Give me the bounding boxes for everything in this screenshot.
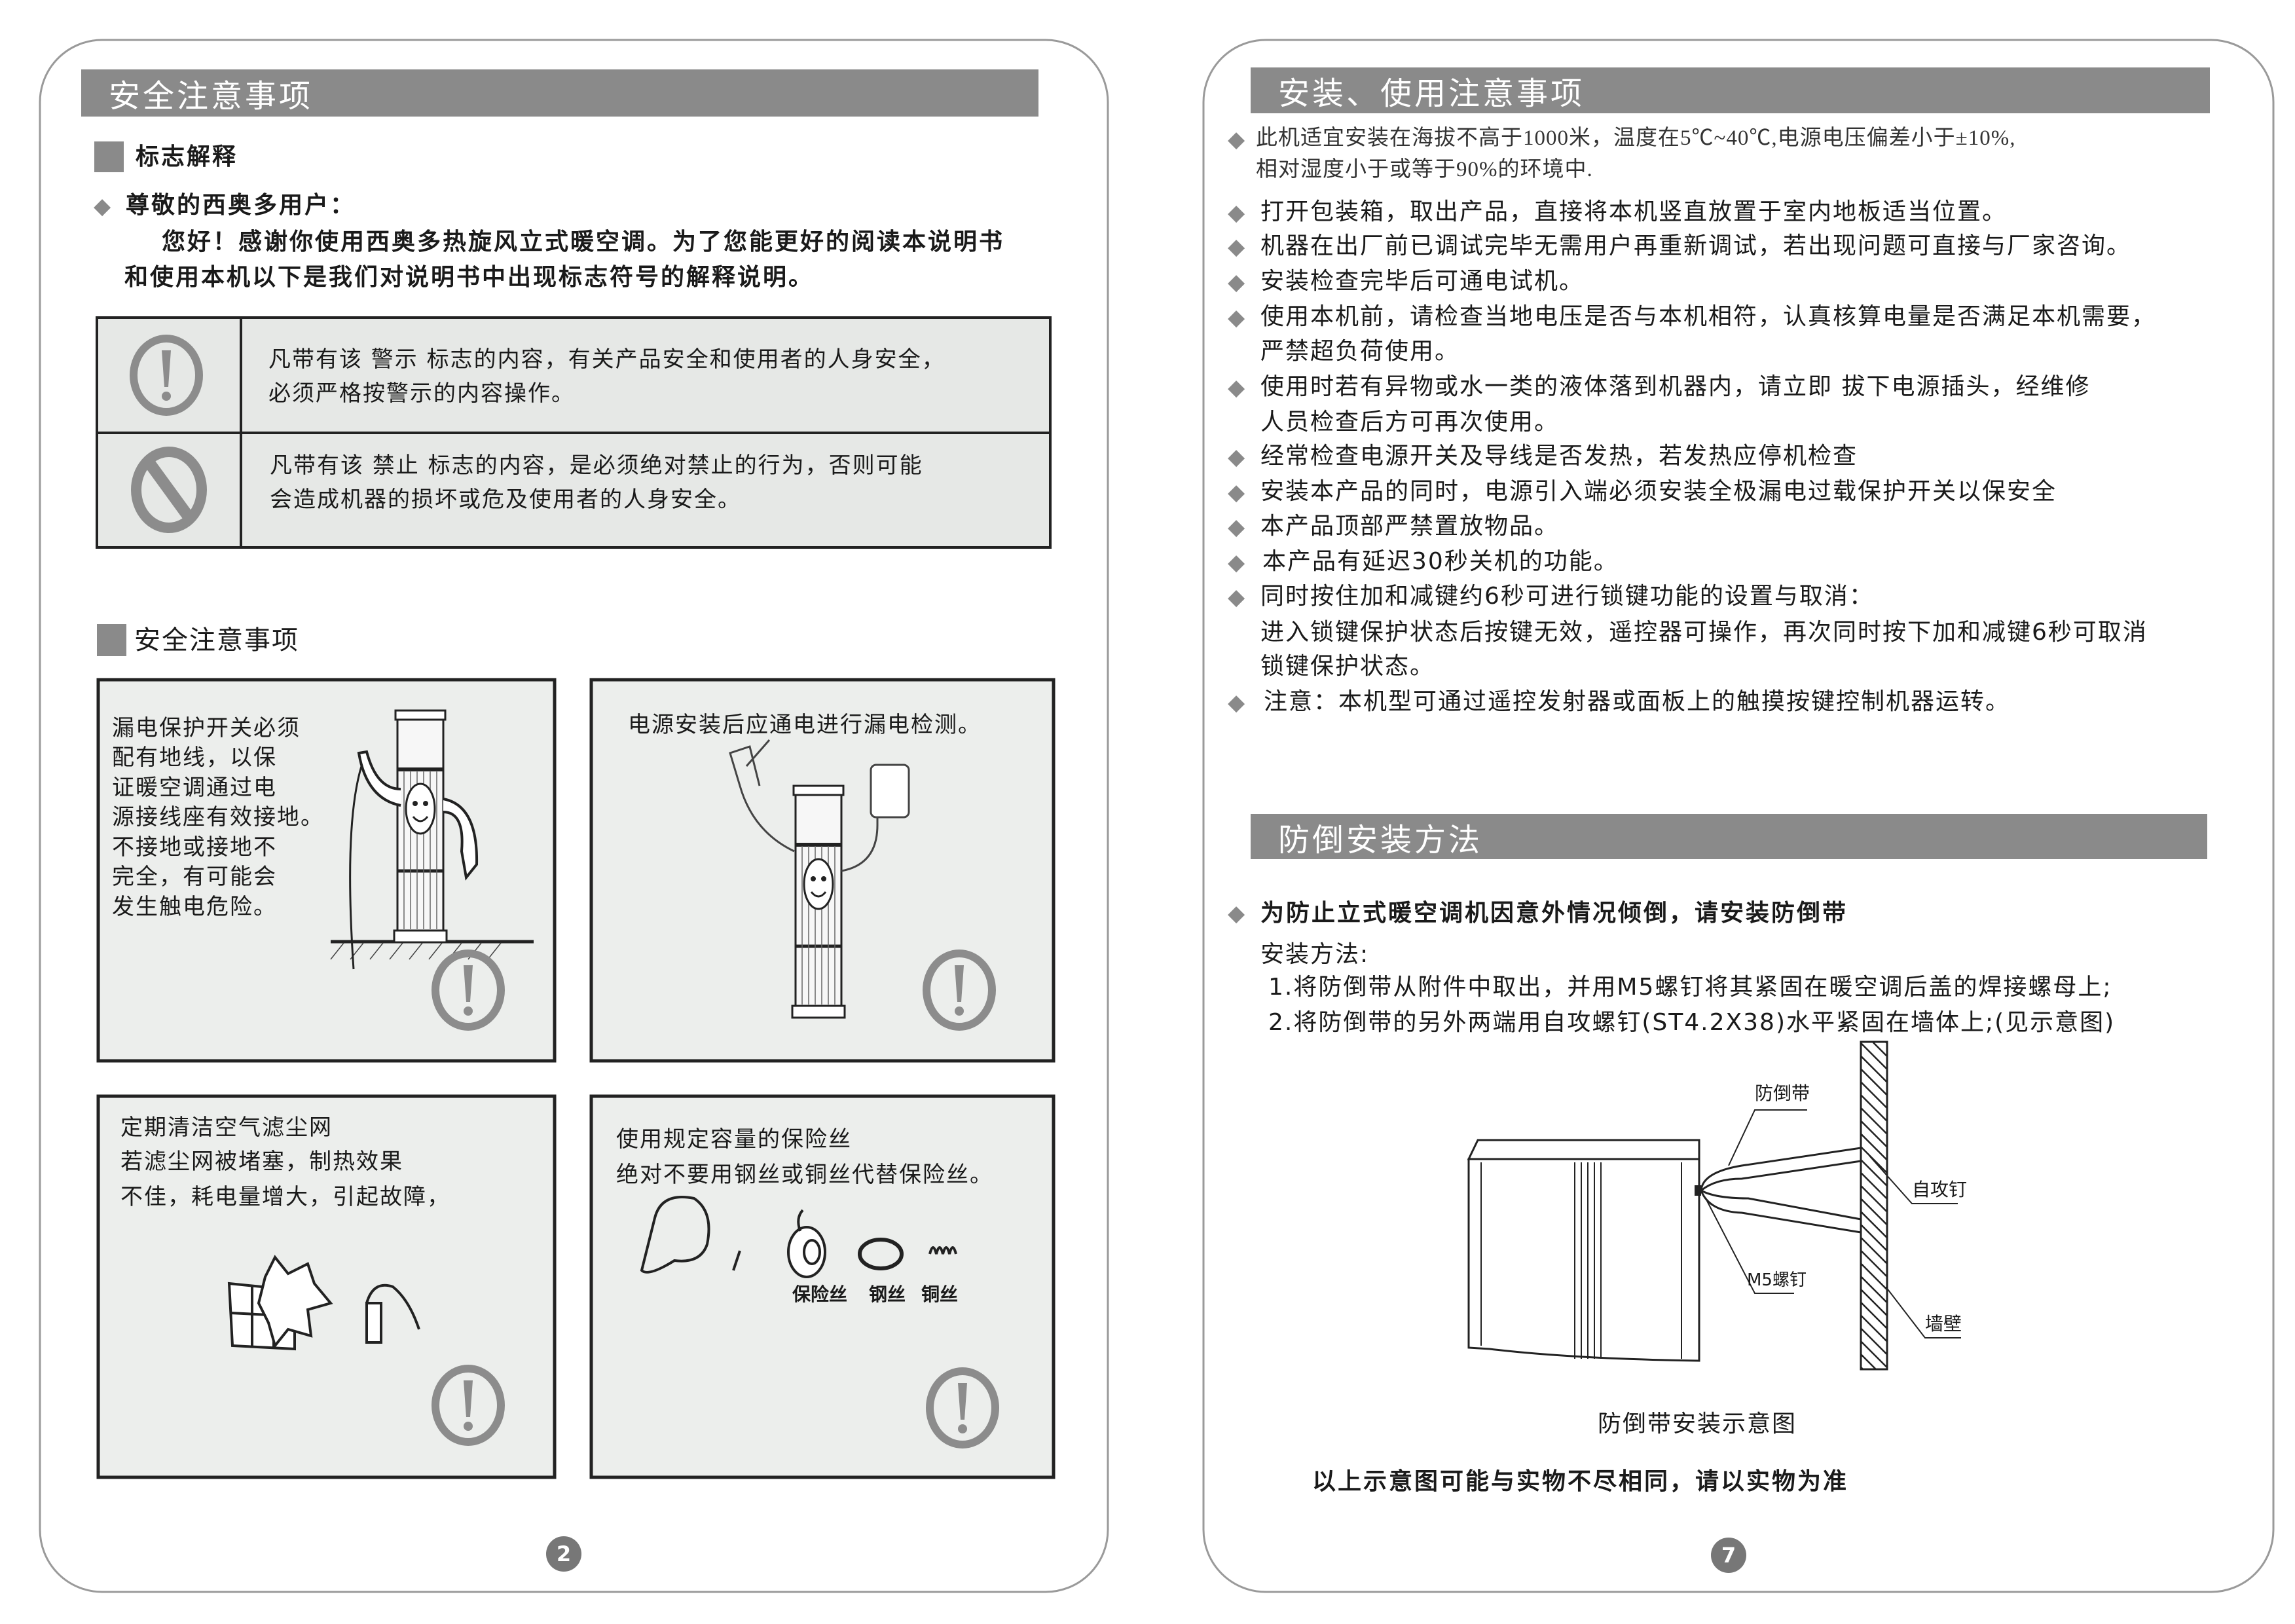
bullet-text: 使用时若有异物或水一类的液体落到机器内，请立即 拔下电源插头，经维修 xyxy=(1260,373,2091,400)
section-marker xyxy=(94,141,124,172)
panel-filter xyxy=(96,1094,557,1479)
diamond-bullet-icon: ◆ xyxy=(1228,444,1245,470)
panel-grounding xyxy=(96,678,557,1063)
panel-text: 使用规定容量的保险丝 xyxy=(616,1126,852,1153)
diamond-bullet-icon: ◆ xyxy=(1228,900,1245,927)
prohibited-description: 会造成机器的损坏或危及使用者的人身安全。 xyxy=(270,487,741,513)
bullet-text: 锁键保护状态。 xyxy=(1260,653,1435,680)
panel-text: 配有地线，以保 xyxy=(112,745,277,771)
m5-screw-label: M5螺钉 xyxy=(1747,1270,1807,1290)
bullet-text: 机器在出厂前已调试完毕无需用户再重新调试，若出现问题可直接与厂家咨询。 xyxy=(1260,232,2132,259)
greeting: 尊敬的西奥多用户： xyxy=(126,192,356,219)
fall-bullet: 为防止立式暖空调机因意外情况倾倒，请安装防倒带 xyxy=(1260,900,1848,927)
prohibited-description: 凡带有该 禁止 标志的内容，是必须绝对禁止的行为，否则可能 xyxy=(270,452,923,479)
intro-line: 您好！感谢你使用西奥多热旋风立式暖空调。为了您能更好的阅读本说明书 xyxy=(162,229,1005,255)
warning-description: 凡带有该 警示 标志的内容，有关产品安全和使用者的人身安全， xyxy=(268,346,946,373)
panel-text: 证暖空调通过电 xyxy=(112,775,277,801)
bullet-text: 人员检查后方可再次使用。 xyxy=(1260,409,1560,435)
diamond-bullet-icon: ◆ xyxy=(1228,690,1245,716)
panel-text: 不接地或接地不 xyxy=(112,834,277,860)
bullet-text: 此机适宜安装在海拔不高于1000米，温度在5℃~40℃,电源电压偏差小于±10%… xyxy=(1256,126,2016,150)
filter-cleaning-illustration xyxy=(227,1255,420,1351)
heater-unit xyxy=(1467,1158,1700,1362)
bullet-text: 进入锁键保护状态后按键无效，遥控器可操作，再次同时按下加和减键6秒可取消 xyxy=(1260,619,2148,646)
panel-text: 若滤尘网被堵塞，制热效果 xyxy=(120,1149,403,1175)
diagram-caption: 防倒带安装示意图 xyxy=(1598,1411,1797,1437)
bullet-text: 安装检查完毕后可通电试机。 xyxy=(1260,268,1585,295)
left-page-frame xyxy=(39,39,1109,1593)
diamond-bullet-icon: ◆ xyxy=(1228,234,1245,260)
diamond-bullet-icon: ◆ xyxy=(1228,479,1245,506)
prohibited-icon xyxy=(131,447,207,533)
panel-text: 不佳，耗电量增大，引起故障， xyxy=(120,1184,450,1210)
right-header-bar: 安装、使用注意事项 xyxy=(1251,67,2210,113)
diamond-bullet-icon: ◆ xyxy=(94,193,111,219)
section-marker xyxy=(97,624,126,656)
panel-text: 漏电保护开关必须 xyxy=(112,715,301,741)
wall xyxy=(1860,1041,1888,1371)
panel-fuse xyxy=(589,1094,1056,1479)
left-header-bar: 安全注意事项 xyxy=(81,69,1038,117)
right-header-title: 安装、使用注意事项 xyxy=(1278,75,1585,112)
section-title-safety: 安全注意事项 xyxy=(134,625,299,655)
install-step: 1.将防倒带从附件中取出，并用M5螺钉将其紧固在暖空调后盖的焊接螺母上; xyxy=(1268,974,2112,1001)
method-label: 安装方法: xyxy=(1260,941,1370,968)
copper-wire-label: 铜丝 xyxy=(921,1283,959,1305)
bullet-text: 本产品有延迟30秒关机的功能。 xyxy=(1262,548,1619,575)
bullet-text: 注意：本机型可通过遥控发射器或面板上的触摸按键控制机器运转。 xyxy=(1264,688,2011,715)
section-header-bar: 防倒安装方法 xyxy=(1251,814,2207,859)
diamond-bullet-icon: ◆ xyxy=(1228,269,1245,295)
fuse-wire-illustration xyxy=(640,1196,957,1278)
fuse-label: 保险丝 xyxy=(792,1283,848,1305)
panel-text: 完全，有可能会 xyxy=(112,864,277,890)
bullet-text: 严禁超负荷使用。 xyxy=(1260,338,1460,365)
install-step: 2.将防倒带的另外两端用自攻螺钉(ST4.2X38)水平紧固在墙体上;(见示意图… xyxy=(1268,1009,2116,1036)
bullet-text: 本产品顶部严禁置放物品。 xyxy=(1260,513,1560,540)
intro-line: 和使用本机以下是我们对说明书中出现标志符号的解释说明。 xyxy=(124,264,815,291)
left-header-title: 安全注意事项 xyxy=(109,78,314,115)
disclaimer-note: 以上示意图可能与实物不尽相同，请以实物为准 xyxy=(1312,1468,1849,1495)
warning-description: 必须严格按警示的内容操作。 xyxy=(268,380,575,407)
diamond-bullet-icon: ◆ xyxy=(1228,304,1245,331)
diamond-bullet-icon: ◆ xyxy=(1228,514,1245,540)
bullet-text: 经常检查电源开关及导线是否发热，若发热应停机检查 xyxy=(1260,443,1858,470)
bullet-text: 打开包装箱，取出产品，直接将本机竖直放置于室内地板适当位置。 xyxy=(1260,198,2008,225)
diamond-bullet-icon: ◆ xyxy=(1228,200,1245,226)
panel-text: 源接线座有效接地。 xyxy=(112,804,324,830)
page-number: 7 xyxy=(1711,1538,1746,1573)
steel-wire-label: 钢丝 xyxy=(869,1283,906,1305)
anti-tip-strap-diagram xyxy=(1467,1041,1961,1371)
section-title-symbols: 标志解释 xyxy=(136,143,238,170)
page-number: 2 xyxy=(546,1536,581,1572)
self-tapping-screw-label: 自攻钉 xyxy=(1912,1179,1968,1200)
bullet-text: 安装本产品的同时，电源引入端必须安装全极漏电过载保护开关以保安全 xyxy=(1260,478,2057,505)
wall-label: 墙壁 xyxy=(1925,1313,1962,1335)
bullet-text: 同时按住加和减键约6秒可进行锁键功能的设置与取消： xyxy=(1260,583,1874,610)
panel-text: 绝对不要用钢丝或铜丝代替保险丝。 xyxy=(616,1162,993,1188)
diamond-bullet-icon: ◆ xyxy=(1228,584,1245,610)
strap-label: 防倒带 xyxy=(1755,1082,1810,1104)
panel-text: 发生触电危险。 xyxy=(112,894,277,920)
diamond-bullet-icon: ◆ xyxy=(1228,126,1245,153)
panel-text: 定期清洁空气滤尘网 xyxy=(120,1115,333,1141)
diamond-bullet-icon: ◆ xyxy=(1228,549,1245,576)
section-title-fall-prevention: 防倒安装方法 xyxy=(1278,821,1483,858)
bullet-text: 使用本机前，请检查当地电压是否与本机相符，认真核算电量是否满足本机需要， xyxy=(1260,303,2157,330)
right-page-frame xyxy=(1202,39,2275,1593)
tower-heater-leak-test-illustration xyxy=(729,739,910,1018)
panel-text: 电源安装后应通电进行漏电检测。 xyxy=(628,712,982,738)
bullet-text: 相对湿度小于或等于90%的环境中. xyxy=(1256,158,1593,181)
diamond-bullet-icon: ◆ xyxy=(1228,375,1245,401)
tower-heater-grounding-illustration xyxy=(330,710,534,970)
